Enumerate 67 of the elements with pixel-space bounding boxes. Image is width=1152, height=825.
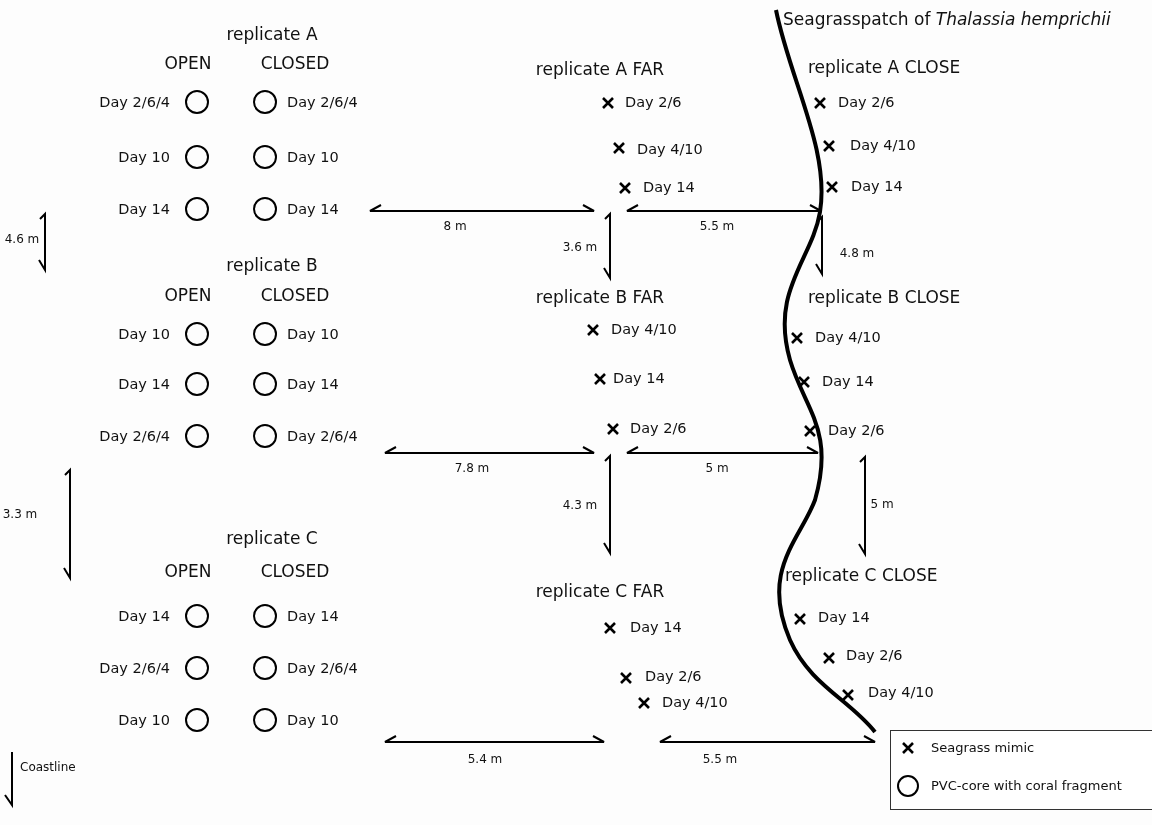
heading-label: replicate A FAR	[535, 60, 665, 80]
dimension-label: 8 m	[443, 220, 467, 234]
dimension-label: 4.3 m	[562, 499, 598, 513]
heading-label: CLOSED	[260, 286, 330, 306]
day-label: Day 14	[287, 375, 339, 393]
day-label: Day 14	[613, 369, 665, 387]
day-label: Day 4/10	[611, 320, 677, 338]
heading-label: OPEN	[164, 54, 212, 74]
heading-label: replicate A	[226, 25, 318, 45]
day-label: Day 2/6/4	[99, 427, 170, 445]
dimension-label: 3.3 m	[2, 508, 38, 522]
legend-label: Seagrass mimic	[931, 740, 1035, 755]
heading-label: replicate C	[226, 529, 318, 549]
heading-label: OPEN	[164, 562, 212, 582]
day-label: Day 2/6	[828, 421, 885, 439]
day-label: Day 4/10	[868, 683, 934, 701]
heading-label: CLOSED	[260, 54, 330, 74]
dimension-label: 7.8 m	[454, 462, 490, 476]
day-label: Day 4/10	[662, 693, 728, 711]
day-label: Day 10	[118, 711, 170, 729]
day-label: Day 2/6	[645, 667, 702, 685]
dimension-label: 4.6 m	[4, 233, 40, 247]
day-label: Day 14	[822, 372, 874, 390]
heading-label: replicate B	[226, 256, 318, 276]
dimension-label: 5.5 m	[699, 220, 735, 234]
day-label: Day 2/6	[630, 419, 687, 437]
heading-label: replicate C CLOSE	[785, 566, 938, 586]
day-label: Day 4/10	[637, 140, 703, 158]
heading-label: replicate B CLOSE	[808, 288, 961, 308]
dimension-label: 5.5 m	[702, 753, 738, 767]
day-label: Day 14	[118, 375, 170, 393]
day-label: Day 2/6/4	[287, 659, 358, 677]
dimension-label: 5 m	[870, 498, 894, 512]
heading-label: CLOSED	[260, 562, 330, 582]
day-label: Day 14	[630, 618, 682, 636]
day-label: Day 10	[287, 325, 339, 343]
day-label: Day 2/6	[846, 646, 903, 664]
day-label: Day 2/6	[838, 93, 895, 111]
day-label: Day 10	[287, 711, 339, 729]
day-label: Day 14	[118, 200, 170, 218]
day-label: Day 10	[118, 325, 170, 343]
day-label: Day 2/6/4	[287, 427, 358, 445]
dimension-label: 5.4 m	[467, 753, 503, 767]
day-label: Day 14	[287, 607, 339, 625]
heading-label: replicate C FAR	[535, 582, 665, 602]
heading-label: OPEN	[164, 286, 212, 306]
area-title: Seagrasspatch of Thalassia hemprichii	[783, 10, 1111, 30]
day-label: Day 2/6	[625, 93, 682, 111]
day-label: Day 4/10	[850, 136, 916, 154]
day-label: Day 10	[287, 148, 339, 166]
dimension-label: 5 m	[705, 462, 729, 476]
day-label: Day 2/6/4	[287, 93, 358, 111]
heading-label: replicate B FAR	[535, 288, 665, 308]
day-label: Day 14	[287, 200, 339, 218]
day-label: Day 4/10	[815, 328, 881, 346]
day-label: Day 10	[118, 148, 170, 166]
day-label: Day 2/6/4	[99, 93, 170, 111]
day-label: Day 14	[818, 608, 870, 626]
day-label: Day 14	[118, 607, 170, 625]
day-label: Day 14	[851, 177, 903, 195]
day-label: Day 14	[643, 178, 695, 196]
day-label: Day 2/6/4	[99, 659, 170, 677]
heading-label: replicate A CLOSE	[808, 58, 961, 78]
dimension-label: Coastline	[20, 761, 76, 775]
dimension-label: 3.6 m	[562, 241, 598, 255]
legend-label: PVC-core with coral fragment	[931, 778, 1122, 793]
dimension-label: 4.8 m	[839, 247, 875, 261]
